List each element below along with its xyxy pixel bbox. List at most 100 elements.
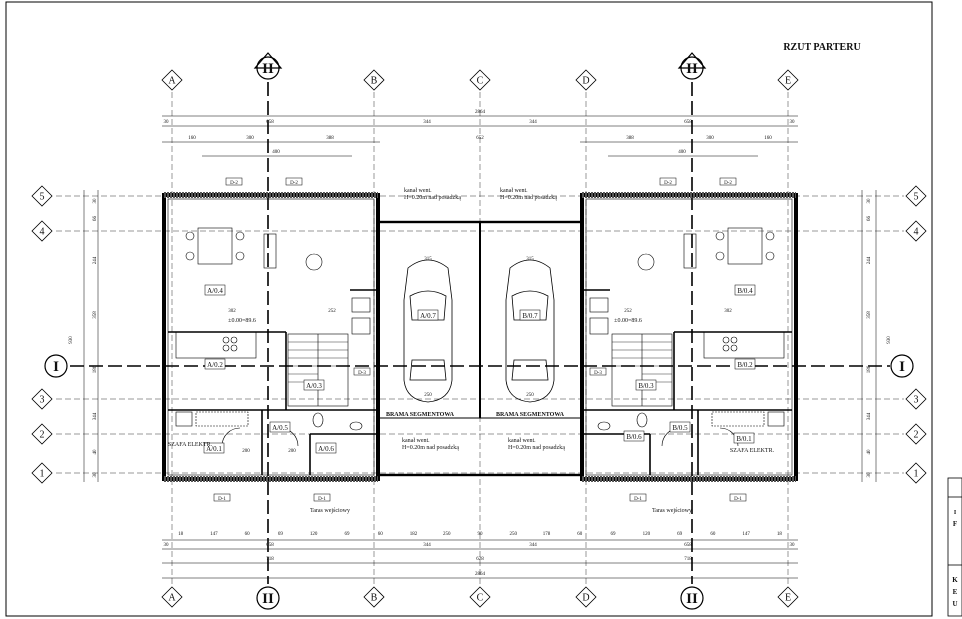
dim-total-right: 930 (887, 336, 892, 344)
dim: 628 (476, 557, 484, 562)
dim: 160 (188, 136, 196, 141)
dim: 344 (529, 120, 537, 125)
dim: 186 (867, 365, 872, 373)
dim-overall-top: 2864 (475, 110, 486, 115)
dim: 344 (93, 412, 98, 420)
section-mark: II (262, 61, 274, 77)
dim: 252 (328, 309, 336, 314)
door-tag: D-3 (358, 371, 366, 376)
door-tag: D-1 (318, 497, 326, 502)
dim: 658 (684, 543, 692, 548)
room-label: A/0.4 (207, 287, 223, 295)
room-labels-a: A/0.4 A/0.2 A/0.3 A/0.5 A/0.6 A/0.1 A/0.… (203, 284, 439, 454)
dim: 30 (790, 120, 796, 125)
room-label: A/0.6 (318, 445, 334, 453)
car-icon (505, 259, 555, 403)
dim: 18 (178, 532, 184, 537)
dim-total-left: 930 (69, 336, 74, 344)
door-tag: D-2 (290, 181, 298, 186)
axis-letter: D (582, 593, 589, 604)
section-mark: II (262, 591, 274, 607)
vent-note-height: H=0.20m nad posadzką (500, 195, 557, 201)
dim: 358 (93, 311, 98, 319)
dim: 344 (423, 120, 431, 125)
door-tag: D-3 (594, 371, 602, 376)
dim: 300 (246, 136, 254, 141)
dim: 250 (424, 393, 432, 398)
axis-number: 3 (40, 395, 45, 406)
dim: 60 (577, 532, 583, 537)
axis-number: 5 (40, 192, 45, 203)
dim: 120 (643, 532, 651, 537)
unit-b-furniture (589, 227, 785, 447)
door-tag: D-2 (724, 181, 732, 186)
section-mark: I (899, 359, 905, 375)
dim: 147 (742, 532, 750, 537)
dim: 182 (410, 532, 418, 537)
axis-number: 1 (40, 469, 45, 480)
axis-letter: B (371, 76, 378, 87)
vent-note-height: H=0.20m nad posadzką (402, 445, 459, 451)
dim: 30 (93, 472, 98, 478)
unit-a-walls (162, 192, 380, 482)
section-mark: II (686, 591, 698, 607)
dim: 66 (867, 216, 872, 222)
sheet-frame (5, 1, 933, 617)
axis-number-markers: 5 4 3 2 1 5 4 3 2 1 (31, 185, 927, 484)
axis-letter: D (582, 76, 589, 87)
section-markers: II II II II I I (44, 52, 914, 610)
vent-note: kanał went. (402, 438, 430, 444)
axis-number: 5 (914, 192, 919, 203)
dim: 200 (242, 449, 250, 454)
unit-a-stairs (288, 341, 348, 383)
room-label: A/0.2 (207, 361, 223, 369)
dim: 69 (344, 532, 350, 537)
dim: 178 (543, 532, 551, 537)
entry-terrace-label: Taras wejściowy (652, 508, 692, 514)
door-tag: D-1 (734, 497, 742, 502)
axis-letter-markers: A B C D E A B C D E (161, 69, 799, 608)
axis-number: 2 (40, 430, 45, 441)
dim: 40 (867, 449, 872, 455)
dim: 60 (245, 532, 251, 537)
dim: 315 (526, 257, 534, 262)
dim: 244 (867, 256, 872, 264)
room-labels-b: B/0.4 B/0.2 B/0.3 B/0.5 B/0.6 B/0.1 B/0.… (519, 284, 756, 444)
room-label: B/0.2 (737, 361, 753, 369)
dim: 250 (526, 393, 534, 398)
vent-note: kanał went. (404, 188, 432, 194)
dim: 90 (478, 532, 484, 537)
section-mark: I (53, 359, 59, 375)
door-tags: D-1 D-1 D-1 D-1 D-2 D-2 D-2 D-2 D-3 D-3 (213, 177, 747, 502)
dim: 160 (764, 136, 772, 141)
dim: 244 (93, 256, 98, 264)
room-label: B/0.4 (737, 287, 753, 295)
dim: 652 (476, 136, 484, 141)
vent-note-height: H=0.20m nad posadzką (404, 195, 461, 201)
level-mark: ±0.00=89.6 (614, 318, 642, 324)
dim: 718 (266, 557, 274, 562)
dim: 344 (529, 543, 537, 548)
dim: 344 (867, 412, 872, 420)
axis-number: 4 (914, 227, 919, 238)
axis-letter: C (477, 76, 484, 87)
axis-letter: A (168, 76, 176, 87)
title-block-letter: E (953, 588, 958, 596)
axis-letter: B (371, 593, 378, 604)
dim: 18 (777, 532, 783, 537)
dim: 69 (278, 532, 284, 537)
dim: 250 (443, 532, 451, 537)
dim: 302 (724, 309, 732, 314)
dim: 30 (790, 543, 796, 548)
axis-letter: E (785, 76, 791, 87)
room-label: A/0.3 (306, 382, 322, 390)
dim-overall-bottom: 2864 (475, 572, 486, 577)
title-block-letter: F (953, 520, 957, 528)
vent-note: kanał went. (500, 188, 528, 194)
dim: 69 (677, 532, 683, 537)
plan-title: RZUT PARTERU (783, 42, 860, 53)
dim: 250 (510, 532, 518, 537)
